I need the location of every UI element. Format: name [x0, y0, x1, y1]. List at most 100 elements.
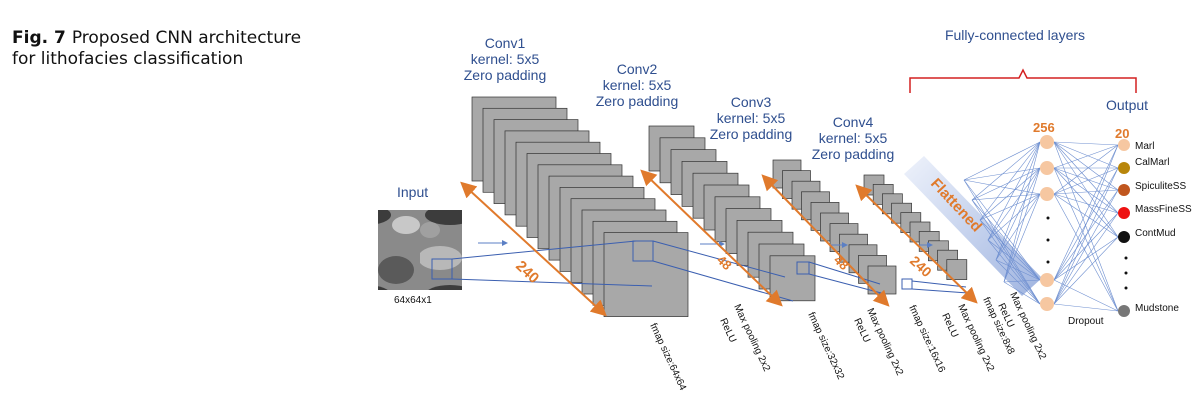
connection-line [1003, 193, 1041, 283]
connection-line [1003, 141, 1041, 283]
connection-line [1053, 167, 1119, 195]
input-label: Input [397, 184, 428, 200]
conv3-fmap-size: fmap size:16x16 [906, 304, 947, 375]
output-neuron-contmud [1118, 231, 1130, 243]
connection-line [995, 167, 1041, 261]
connection-line [1053, 141, 1119, 238]
connection-line [1053, 144, 1119, 169]
ellipsis-dot [1046, 216, 1050, 220]
conv4-title: Conv4 [833, 114, 874, 130]
conv2-count: 48 [714, 252, 735, 273]
ellipsis-dot [1124, 286, 1128, 290]
ellipsis-dot [1046, 238, 1050, 242]
connection-line [1053, 141, 1119, 146]
figure-label: Fig. 7 [12, 28, 66, 48]
output-neuron-calmarl [1118, 162, 1130, 174]
output-label-contmud: ContMud [1135, 228, 1176, 239]
connection-line [1053, 141, 1119, 169]
fc-title: Fully-connected layers [945, 27, 1085, 43]
output-label-massfiness: MassFineSS [1135, 204, 1192, 215]
conv1-relu: ReLU [717, 317, 738, 345]
connection-line [979, 219, 1041, 281]
connection-line [963, 141, 1041, 181]
connection-line [971, 167, 1041, 201]
output-neurons: Marl CalMarl SpiculiteSS MassFineSS Cont… [1118, 139, 1192, 317]
connection-line [987, 167, 1041, 241]
connection-line [1053, 189, 1119, 281]
connection-line [1053, 279, 1119, 312]
connection-line [1053, 167, 1119, 312]
connection-line [1053, 189, 1119, 305]
conv2-title: Conv2 [617, 61, 658, 77]
fc-bracket [909, 68, 1137, 93]
conv3-padding: Zero padding [710, 126, 793, 142]
input-size-label: 64x64x1 [394, 295, 432, 306]
connection-line [1053, 144, 1119, 305]
fc-connections [963, 141, 1119, 312]
conv1-depth-arrow [460, 181, 607, 317]
connection-line [1053, 193, 1119, 312]
connection-line [1053, 144, 1119, 281]
connection-line [987, 193, 1041, 241]
conv2-padding: Zero padding [596, 93, 679, 109]
conv2-depth-arrow [640, 169, 783, 307]
connection-line [971, 141, 1041, 201]
output-neuron-mudstone [1118, 305, 1130, 317]
connection-line [979, 219, 1041, 305]
ellipsis-dot [1124, 256, 1128, 260]
connection-line [1003, 167, 1041, 283]
connection-line [995, 259, 1041, 305]
connection-line [1053, 236, 1119, 305]
hidden-neuron [1040, 161, 1054, 175]
connection-line [1053, 212, 1119, 305]
flattened-layer [904, 156, 1042, 296]
output-label-calmarl: CalMarl [1135, 157, 1169, 168]
connection-line [1053, 167, 1119, 238]
output-neuron-marl [1118, 139, 1130, 151]
conv1-label: Conv1 kernel: 5x5 Zero padding [464, 35, 547, 83]
connection-line [963, 179, 1041, 281]
conv1-padding: Zero padding [464, 67, 547, 83]
output-neuron-massfiness [1118, 207, 1130, 219]
feature-map [603, 232, 689, 317]
hidden-neuron [1040, 273, 1054, 287]
connection-line [1003, 281, 1041, 305]
connection-line [979, 141, 1041, 221]
conv4-label: Conv4 kernel: 5x5 Zero padding [812, 114, 895, 162]
output-title: Output [1106, 97, 1148, 113]
connection-line [995, 141, 1041, 261]
connection-line [1053, 167, 1119, 305]
connection-line [1003, 279, 1041, 283]
input-image [378, 210, 462, 290]
conv3-kernel: kernel: 5x5 [717, 110, 786, 126]
connection-line [1053, 144, 1119, 195]
connection-line [979, 193, 1041, 221]
connection-line [1053, 303, 1119, 312]
connection-line [1053, 193, 1119, 238]
hidden-neuron [1040, 135, 1054, 149]
conv1-fmap-size: fmap size:64x64 [647, 322, 688, 393]
conv2-kernel: kernel: 5x5 [603, 77, 672, 93]
conv3-relu: ReLU [939, 312, 960, 340]
conv4-depth-arrow [855, 184, 978, 304]
connection-line [971, 199, 1041, 281]
hidden-neuron [1040, 187, 1054, 201]
conv2-fmap-size: fmap size:32x32 [805, 311, 846, 382]
connection-line [1053, 193, 1119, 214]
output-layer-count: 20 [1115, 126, 1129, 141]
output-label-mudstone: Mudstone [1135, 303, 1179, 314]
conv1-count: 240 [512, 257, 542, 287]
connection-line [987, 141, 1041, 241]
dropout-label: Dropout [1068, 316, 1104, 327]
connection-line [979, 167, 1041, 221]
connection-line [1053, 141, 1119, 191]
connection-line [1053, 141, 1119, 214]
conv3-title: Conv3 [731, 94, 772, 110]
output-neuron-spiculitess [1118, 184, 1130, 196]
connection-line [987, 239, 1041, 305]
output-label-marl: Marl [1135, 141, 1154, 152]
connection-line [1053, 141, 1119, 312]
output-label-spiculitess: SpiculiteSS [1135, 181, 1186, 192]
conv2-label: Conv2 kernel: 5x5 Zero padding [596, 61, 679, 109]
